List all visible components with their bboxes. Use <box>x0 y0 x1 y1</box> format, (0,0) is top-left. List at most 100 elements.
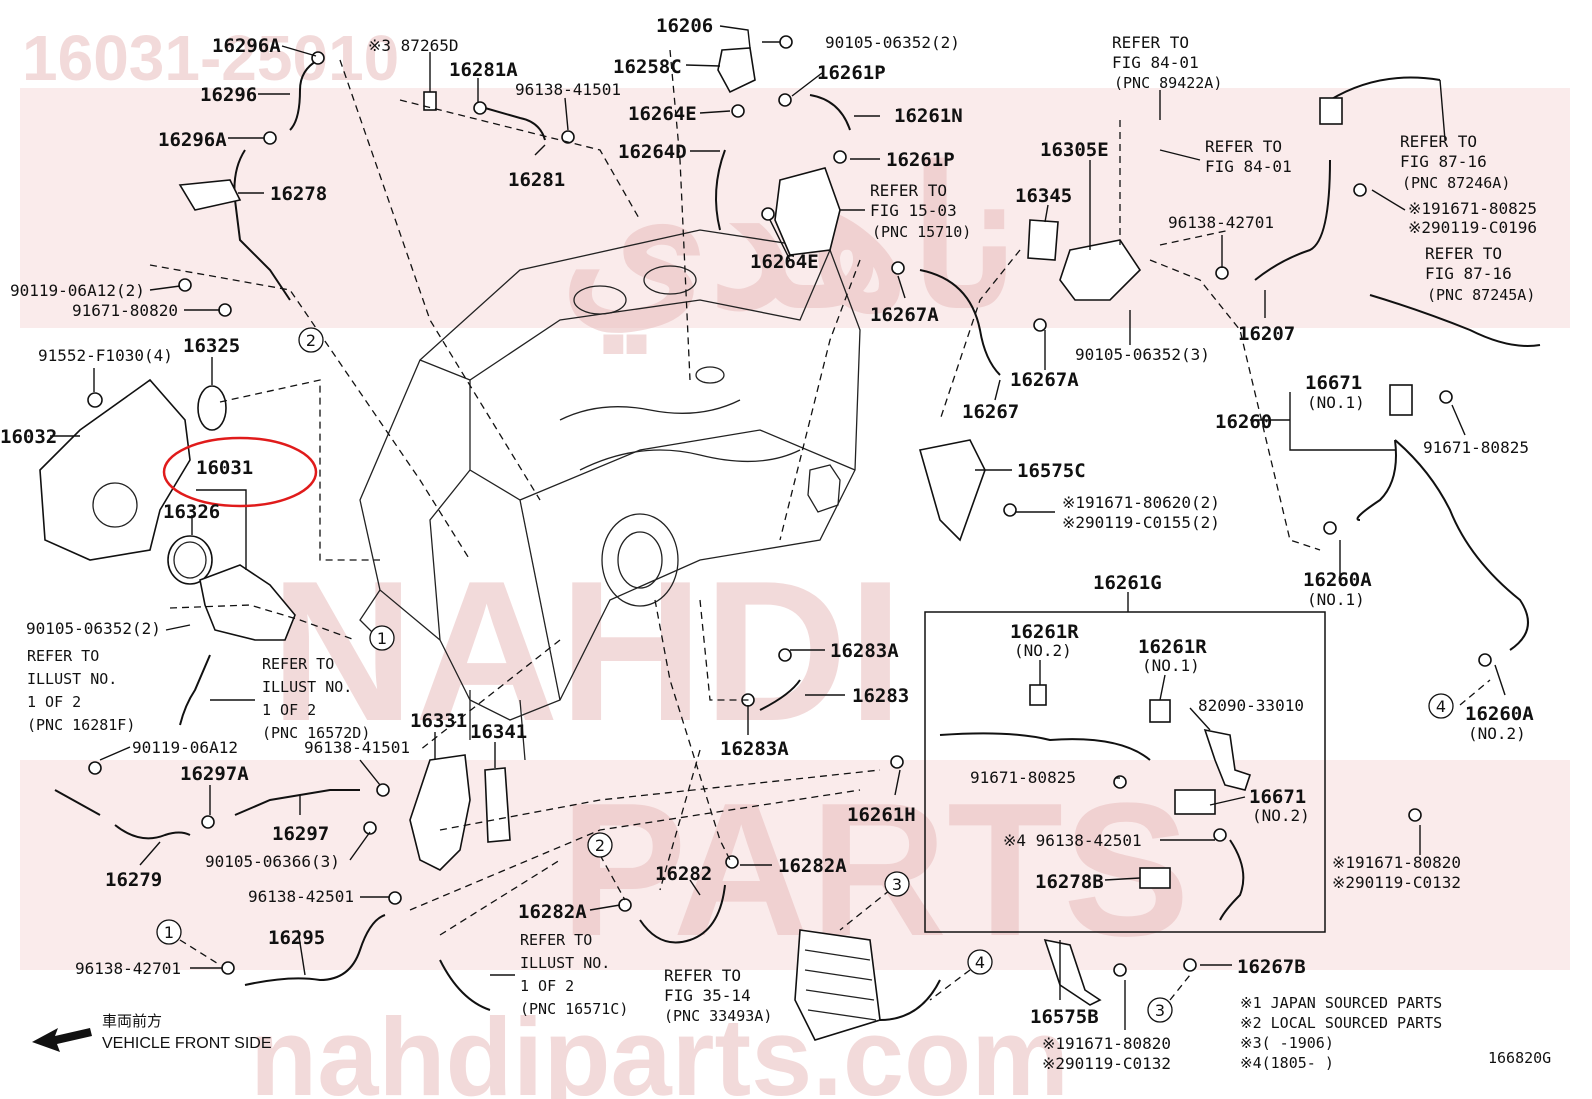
label-16575B-bolt1[interactable]: ※191671-80820 <box>1042 1034 1171 1053</box>
label-16341[interactable]: 16341 <box>470 721 527 743</box>
label-16282A-left[interactable]: 16282A <box>518 901 587 923</box>
label-90105-06352-2-left[interactable]: 90105-06352(2) <box>26 619 161 638</box>
label-16264D[interactable]: 16264D <box>618 141 687 163</box>
label-right-top-bolt1[interactable]: ※191671-80825 <box>1408 199 1537 218</box>
label-16326[interactable]: 16326 <box>163 501 220 523</box>
label-16282[interactable]: 16282 <box>655 863 712 885</box>
refer-fig87-mid-l2[interactable]: FIG 87-16 <box>1425 264 1512 283</box>
refer-blocks: REFER TO FIG 84-01 (PNC 89422A) REFER TO… <box>27 33 1535 1025</box>
label-16260[interactable]: 16260 <box>1215 411 1272 433</box>
refer-illust-left-l1[interactable]: REFER TO <box>27 647 99 665</box>
label-91671-80825-right[interactable]: 91671-80825 <box>1423 438 1529 457</box>
refer-illust-mid-l1[interactable]: REFER TO <box>262 655 334 673</box>
clamp-96138-42701-low <box>221 961 235 975</box>
clamp-16261H <box>890 755 904 769</box>
refer-fig35-l2[interactable]: FIG 35-14 <box>664 986 751 1005</box>
label-82090-33010[interactable]: 82090-33010 <box>1198 696 1304 715</box>
label-96138-42501-low[interactable]: 96138-42501 <box>248 887 354 906</box>
label-16671-no1[interactable]: 16671 <box>1305 372 1362 394</box>
refer-fig84-mid-l2[interactable]: FIG 84-01 <box>1205 157 1292 176</box>
label-16283A-top[interactable]: 16283A <box>830 640 899 662</box>
refer-fig87-top-l2[interactable]: FIG 87-16 <box>1400 152 1487 171</box>
label-96138-42701-low[interactable]: 96138-42701 <box>75 959 181 978</box>
label-16261P-mid[interactable]: 16261P <box>886 149 955 171</box>
label-16267B[interactable]: 16267B <box>1237 956 1306 978</box>
label-91671-80820-left[interactable]: 91671-80820 <box>72 301 178 320</box>
refer-fig84-mid-l1[interactable]: REFER TO <box>1205 137 1282 156</box>
label-16305E[interactable]: 16305E <box>1040 139 1109 161</box>
label-16206[interactable]: 16206 <box>656 15 713 37</box>
label-16261N[interactable]: 16261N <box>894 105 963 127</box>
label-91552[interactable]: 91552-F1030(4) <box>38 346 173 365</box>
label-96138-42501-box[interactable]: ※4 96138-42501 <box>1003 831 1142 850</box>
label-16283A-low[interactable]: 16283A <box>720 738 789 760</box>
label-16279[interactable]: 16279 <box>105 869 162 891</box>
refer-fig84-top-l1[interactable]: REFER TO <box>1112 33 1189 52</box>
label-16575C-bolt2[interactable]: ※290119-C0155(2) <box>1062 513 1220 532</box>
label-16260A-no1[interactable]: 16260A <box>1303 569 1372 591</box>
refer-fig87-mid-l1[interactable]: REFER TO <box>1425 244 1502 263</box>
label-16031[interactable]: 16031 <box>196 457 253 479</box>
label-16258C[interactable]: 16258C <box>613 56 682 78</box>
bolt-90119-06a12 <box>88 761 102 775</box>
label-16261G[interactable]: 16261G <box>1093 572 1162 594</box>
label-16331[interactable]: 16331 <box>410 710 467 732</box>
label-16345[interactable]: 16345 <box>1015 185 1072 207</box>
label-16283[interactable]: 16283 <box>852 685 909 707</box>
label-16261P-top[interactable]: 16261P <box>817 62 886 84</box>
label-96138-42701-right[interactable]: 96138-42701 <box>1168 213 1274 232</box>
label-16260A-no2[interactable]: 16260A <box>1465 703 1534 725</box>
label-right-bolt1[interactable]: ※191671-80820 <box>1332 853 1461 872</box>
label-16671-no2[interactable]: 16671 <box>1249 786 1306 808</box>
label-90119-06A12[interactable]: 90119-06A12 <box>132 738 238 757</box>
label-16267[interactable]: 16267 <box>962 401 1019 423</box>
refer-fig35-l1[interactable]: REFER TO <box>664 966 741 985</box>
refer-fig84-top-l2[interactable]: FIG 84-01 <box>1112 53 1199 72</box>
label-16281[interactable]: 16281 <box>508 169 565 191</box>
label-16297[interactable]: 16297 <box>272 823 329 845</box>
label-16297A[interactable]: 16297A <box>180 763 249 785</box>
label-16282A-right[interactable]: 16282A <box>778 855 847 877</box>
label-16325[interactable]: 16325 <box>183 335 240 357</box>
label-96138-41501-low[interactable]: 96138-41501 <box>304 738 410 757</box>
label-90119-06A12-2[interactable]: 90119-06A12(2) <box>10 281 145 300</box>
label-16261R-no2[interactable]: 16261R <box>1010 621 1079 643</box>
label-16296A-mid[interactable]: 16296A <box>158 129 227 151</box>
label-90105-06352-3[interactable]: 90105-06352(3) <box>1075 345 1210 364</box>
label-16261R-no1[interactable]: 16261R <box>1138 636 1207 658</box>
label-16264E-low[interactable]: 16264E <box>750 251 819 273</box>
label-90105-06352-2-top[interactable]: 90105-06352(2) <box>825 33 960 52</box>
label-16575C-bolt1[interactable]: ※191671-80620(2) <box>1062 493 1220 512</box>
label-right-top-bolt2[interactable]: ※290119-C0196 <box>1408 218 1537 237</box>
label-16296[interactable]: 16296 <box>200 84 257 106</box>
label-16278B[interactable]: 16278B <box>1035 871 1104 893</box>
legend-note-1: ※1 JAPAN SOURCED PARTS <box>1240 994 1442 1012</box>
label-16295[interactable]: 16295 <box>268 927 325 949</box>
label-90105-06366[interactable]: 90105-06366(3) <box>205 852 340 871</box>
refer-illust-low-l1[interactable]: REFER TO <box>520 931 592 949</box>
label-96138-41501-top[interactable]: 96138-41501 <box>515 80 621 99</box>
label-16032[interactable]: 16032 <box>0 426 57 448</box>
refer-illust-mid-l2[interactable]: ILLUST NO. <box>262 678 352 696</box>
refer-illust-left-l2[interactable]: ILLUST NO. <box>27 670 117 688</box>
label-87265D[interactable]: ※3 87265D <box>368 36 458 55</box>
label-16267A-mid[interactable]: 16267A <box>1010 369 1079 391</box>
label-16267A-top[interactable]: 16267A <box>870 304 939 326</box>
refer-fig87-top-l1[interactable]: REFER TO <box>1400 132 1477 151</box>
label-16575B-bolt2[interactable]: ※290119-C0132 <box>1042 1054 1171 1073</box>
clamp-16296A-mid <box>263 131 277 145</box>
label-16261H[interactable]: 16261H <box>847 804 916 826</box>
refer-illust-low-l2[interactable]: ILLUST NO. <box>520 954 610 972</box>
label-16207[interactable]: 16207 <box>1238 323 1295 345</box>
label-16575C[interactable]: 16575C <box>1017 460 1086 482</box>
label-16575B[interactable]: 16575B <box>1030 1006 1099 1028</box>
label-91671-80825-box[interactable]: 91671-80825 <box>970 768 1076 787</box>
refer-fig15-l2[interactable]: FIG 15-03 <box>870 201 957 220</box>
label-16264E-top[interactable]: 16264E <box>628 103 697 125</box>
label-16281A[interactable]: 16281A <box>449 59 518 81</box>
refer-fig15-l1[interactable]: REFER TO <box>870 181 947 200</box>
label-16278[interactable]: 16278 <box>270 183 327 205</box>
label-16296A-top[interactable]: 16296A <box>212 35 281 57</box>
label-right-bolt2[interactable]: ※290119-C0132 <box>1332 873 1461 892</box>
